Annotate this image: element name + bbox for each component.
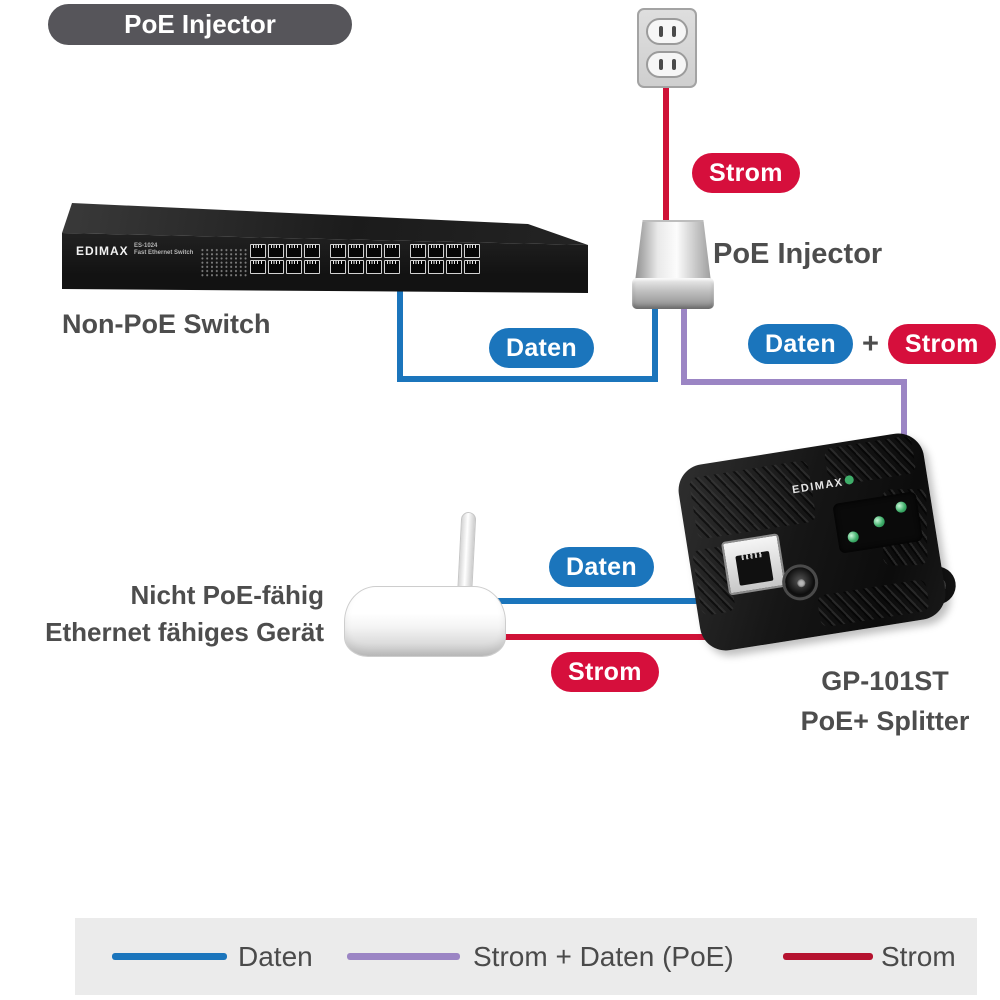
splitter-rj45-port bbox=[720, 533, 787, 596]
vent-slots bbox=[816, 578, 931, 628]
poe-injector-device bbox=[632, 220, 714, 309]
splitter-body: EDIMAX bbox=[674, 429, 950, 655]
cable-poe-splitter-vertical bbox=[901, 379, 907, 473]
strom-badge-device: Strom bbox=[551, 652, 659, 692]
strom-badge-outlet: Strom bbox=[692, 153, 800, 193]
cable-strom-outlet-to-injector bbox=[663, 86, 669, 224]
status-led bbox=[894, 500, 908, 514]
rj45-port bbox=[250, 244, 266, 258]
switch-caption: Non-PoE Switch bbox=[62, 309, 271, 339]
switch-port-group bbox=[250, 244, 320, 274]
splitter-caption-line1: GP-101ST bbox=[821, 666, 949, 696]
title-badge: PoE Injector bbox=[48, 4, 352, 45]
rj45-port bbox=[428, 260, 444, 274]
cable-daten-switch-horizontal bbox=[397, 376, 658, 382]
daten-badge-switch: Daten bbox=[489, 328, 594, 368]
legend-daten-line bbox=[112, 953, 227, 960]
switch-port-group bbox=[330, 244, 400, 274]
splitter-dc-jack bbox=[779, 561, 821, 603]
switch-front-content: EDIMAX ES-1024 Fast Ethernet Switch bbox=[64, 236, 588, 290]
splitter-caption-line2: PoE+ Splitter bbox=[800, 706, 970, 736]
power-outlet bbox=[637, 8, 697, 88]
switch-model-line: ES-1024 bbox=[134, 243, 158, 249]
cable-daten-switch-vertical bbox=[397, 289, 403, 382]
outlet-socket-bottom bbox=[646, 51, 688, 78]
status-led bbox=[846, 530, 860, 544]
access-point-caption-line2: Ethernet fähiges Gerät bbox=[45, 617, 324, 647]
switch-model-subline: Fast Ethernet Switch bbox=[134, 250, 194, 256]
rj45-port bbox=[304, 260, 320, 274]
rj45-port bbox=[410, 244, 426, 258]
rj45-port bbox=[250, 260, 266, 274]
access-point-body bbox=[344, 586, 506, 657]
legend-strom-label: Strom bbox=[881, 941, 956, 972]
cable-poe-injector-vertical bbox=[681, 304, 687, 385]
rj45-port bbox=[330, 260, 346, 274]
switch-port-group bbox=[410, 244, 480, 274]
rj45-port bbox=[384, 260, 400, 274]
cable-daten-injector-vertical bbox=[652, 304, 658, 382]
socket-slot bbox=[658, 59, 663, 70]
socket-slot bbox=[658, 26, 663, 37]
daten-badge-device: Daten bbox=[549, 547, 654, 587]
splitter-caption: GP-101ST PoE+ Splitter bbox=[768, 661, 1000, 741]
legend-strom-line bbox=[783, 953, 873, 960]
rj45-port bbox=[366, 244, 382, 258]
access-point-device bbox=[340, 510, 510, 658]
non-poe-switch-device: EDIMAX ES-1024 Fast Ethernet Switch bbox=[60, 198, 590, 294]
rj45-port bbox=[410, 260, 426, 274]
rj45-port bbox=[286, 260, 302, 274]
rj45-port bbox=[446, 244, 462, 258]
access-point-caption: Nicht PoE-fähig Ethernet fähiges Gerät bbox=[10, 577, 324, 651]
rj45-port bbox=[268, 244, 284, 258]
injector-cone bbox=[635, 220, 711, 282]
rj45-port bbox=[366, 260, 382, 274]
pro-badge-icon bbox=[844, 474, 855, 485]
switch-brand-logo: EDIMAX bbox=[76, 244, 129, 258]
rj45-slot bbox=[735, 550, 774, 586]
rj45-port bbox=[330, 244, 346, 258]
plus-sign: + bbox=[861, 327, 879, 360]
rj45-port bbox=[348, 244, 364, 258]
outlet-socket-top bbox=[646, 18, 688, 45]
cable-strom-ap-horizontal bbox=[497, 634, 793, 640]
vent-slots bbox=[688, 459, 817, 540]
status-led bbox=[872, 515, 886, 529]
legend-bar: Daten Strom + Daten (PoE) Strom bbox=[75, 918, 977, 995]
legend-poe-label: Strom + Daten (PoE) bbox=[473, 941, 734, 972]
daten-plus-strom-badge: Daten + Strom bbox=[748, 324, 996, 364]
access-point-caption-line1: Nicht PoE-fähig bbox=[130, 580, 324, 610]
rj45-port bbox=[384, 244, 400, 258]
rj45-port bbox=[464, 244, 480, 258]
rj45-port bbox=[304, 244, 320, 258]
socket-slot bbox=[671, 59, 676, 70]
switch-model-text: ES-1024 Fast Ethernet Switch bbox=[134, 243, 193, 257]
rj45-port bbox=[348, 260, 364, 274]
cable-daten-ap-horizontal bbox=[497, 598, 744, 604]
rj45-port bbox=[464, 260, 480, 274]
socket-slot bbox=[671, 26, 676, 37]
injector-base bbox=[632, 278, 714, 309]
cable-poe-horizontal bbox=[681, 379, 907, 385]
legend-poe-line bbox=[347, 953, 460, 960]
rj45-port bbox=[428, 244, 444, 258]
combo-daten-badge: Daten bbox=[748, 324, 853, 364]
rj45-port bbox=[446, 260, 462, 274]
injector-caption: PoE Injector bbox=[713, 238, 883, 270]
rj45-port bbox=[286, 244, 302, 258]
poe-splitter-device: EDIMAX bbox=[674, 429, 978, 658]
switch-led-matrix bbox=[200, 248, 248, 278]
switch-front-face bbox=[62, 233, 588, 293]
rj45-port bbox=[268, 260, 284, 274]
legend-daten-label: Daten bbox=[238, 941, 313, 972]
combo-strom-badge: Strom bbox=[887, 324, 996, 364]
